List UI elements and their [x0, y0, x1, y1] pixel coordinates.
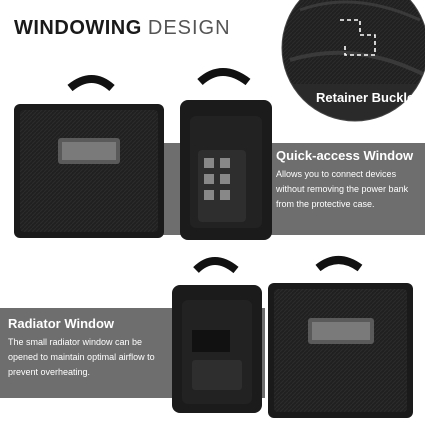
bag-side-open [180, 68, 272, 240]
quick-access-title: Quick-access Window [276, 148, 414, 163]
radiator-title: Radiator Window [8, 316, 115, 331]
bag-front-closed [14, 75, 164, 238]
quick-access-body: Allows you to connect devices without re… [276, 169, 409, 209]
title-bold: WINDOWING [14, 17, 142, 39]
bag-front-radiator [268, 256, 413, 418]
retainer-buckle-zoom [281, 0, 425, 122]
bag-side-radiator [172, 257, 262, 413]
radiator-body: The small radiator window can be opened … [8, 337, 155, 377]
title-light: DESIGN [147, 17, 231, 39]
page-title: WINDOWING DESIGN [14, 17, 231, 40]
retainer-buckle-label: Retainer Buckle [316, 90, 415, 105]
